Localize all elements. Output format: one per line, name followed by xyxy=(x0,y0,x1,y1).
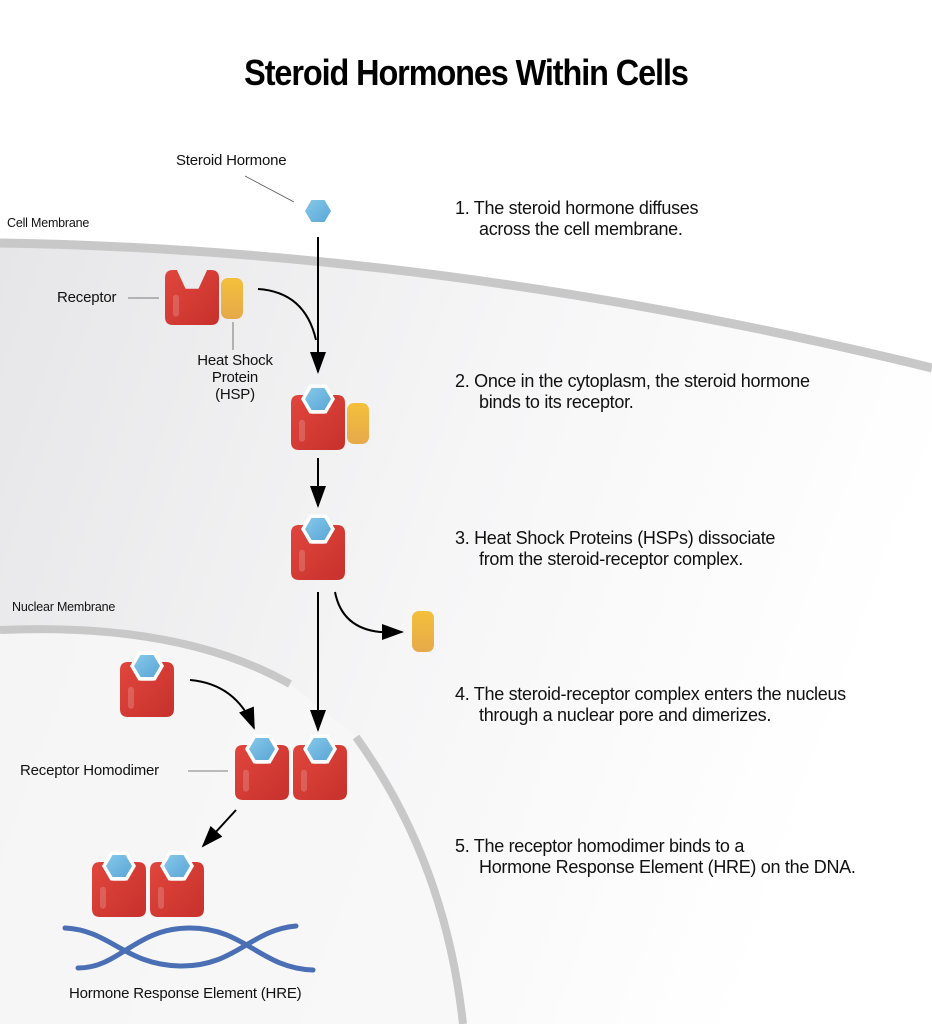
homodimer-left-icon xyxy=(235,745,289,800)
receptor-bound-hsp-icon xyxy=(291,395,345,450)
label-hsp-line3: (HSP) xyxy=(215,386,255,403)
arrow-dimerize xyxy=(189,679,255,730)
receptor-body xyxy=(150,862,204,917)
step-4-line2: through a nuclear pore and dimerizes. xyxy=(479,705,772,725)
receptor-body xyxy=(291,525,345,580)
bound-steroid-hormone-icon xyxy=(134,655,160,677)
nuclear-membrane-upper xyxy=(0,625,292,688)
step-3-line1: 3. Heat Shock Proteins (HSPs) dissociate xyxy=(455,528,776,548)
heat-shock-protein-icon xyxy=(221,278,243,319)
step-1-line1: 1. The steroid hormone diffuses xyxy=(455,198,699,218)
arrow-hsp-dissociate xyxy=(334,591,404,640)
cell-membrane-line xyxy=(0,238,932,373)
receptor-body xyxy=(165,270,219,325)
receptor-highlight xyxy=(243,769,249,792)
nuclear-membrane-lower xyxy=(352,734,467,1024)
step-4: 4. The steroid-receptor complex enters t… xyxy=(455,684,846,726)
dna-strand-1 xyxy=(62,923,299,969)
step-2: 2. Once in the cytoplasm, the steroid ho… xyxy=(455,371,810,413)
heat-shock-protein-dissociated-icon xyxy=(412,611,434,652)
step-1: 1. The steroid hormone diffuses across t… xyxy=(455,198,698,240)
step-4-line1: 4. The steroid-receptor complex enters t… xyxy=(455,684,846,704)
arrow-receptor-curve xyxy=(257,288,317,341)
label-hsp: Heat Shock Protein (HSP) xyxy=(185,352,285,403)
label-receptor-homodimer: Receptor Homodimer xyxy=(20,762,159,779)
label-hsp-line2: Protein xyxy=(211,369,259,386)
label-receptor: Receptor xyxy=(57,289,117,306)
step-1-line2: across the cell membrane. xyxy=(479,219,683,239)
bound-steroid-hormone-icon xyxy=(307,738,333,760)
receptor-body xyxy=(120,662,174,717)
receptor-complex-second-icon xyxy=(120,662,174,717)
label-cell-membrane: Cell Membrane xyxy=(7,216,90,230)
dna-helix xyxy=(62,923,316,973)
dna-strand-2 xyxy=(75,925,316,973)
receptor-highlight xyxy=(299,419,305,442)
hre-homodimer-right-icon xyxy=(150,862,204,917)
receptor-body xyxy=(291,395,345,450)
step-5-line2: Hormone Response Element (HRE) on the DN… xyxy=(479,857,856,877)
bound-steroid-hormone-icon xyxy=(249,738,275,760)
page-title: Steroid Hormones Within Cells xyxy=(244,52,689,93)
step-2-line1: 2. Once in the cytoplasm, the steroid ho… xyxy=(455,371,810,391)
receptor-body xyxy=(92,862,146,917)
receptor-highlight xyxy=(128,686,134,709)
step-5-line1: 5. The receptor homodimer binds to a xyxy=(455,836,745,856)
leader-steroid-hormone xyxy=(244,175,295,203)
arrow-step5 xyxy=(201,809,237,848)
receptor-highlight xyxy=(158,886,164,909)
steroid-hormone-icon xyxy=(305,200,331,222)
label-steroid-hormone: Steroid Hormone xyxy=(176,152,287,169)
receptor-highlight xyxy=(100,886,106,909)
heat-shock-protein-bound-icon xyxy=(347,403,369,444)
receptor-highlight xyxy=(301,769,307,792)
step-5: 5. The receptor homodimer binds to a Hor… xyxy=(455,836,856,878)
nucleus-region xyxy=(0,629,463,1024)
receptor-highlight xyxy=(299,549,305,572)
label-hsp-line1: Heat Shock xyxy=(197,352,273,369)
bound-steroid-hormone-icon xyxy=(305,388,331,410)
step-3-line2: from the steroid-receptor complex. xyxy=(479,549,743,569)
receptor-unbound-icon xyxy=(165,270,219,325)
receptor-body xyxy=(293,745,347,800)
step-3: 3. Heat Shock Proteins (HSPs) dissociate… xyxy=(455,528,775,570)
step-2-line2: binds to its receptor. xyxy=(479,392,634,412)
receptor-complex-icon xyxy=(291,525,345,580)
receptor-highlight xyxy=(173,294,179,317)
label-nuclear-membrane: Nuclear Membrane xyxy=(12,600,116,614)
bound-steroid-hormone-icon xyxy=(164,855,190,877)
bound-steroid-hormone-icon xyxy=(305,518,331,540)
bound-steroid-hormone-icon xyxy=(106,855,132,877)
receptor-body xyxy=(235,745,289,800)
homodimer-right-icon xyxy=(293,745,347,800)
hre-homodimer-left-icon xyxy=(92,862,146,917)
label-hre: Hormone Response Element (HRE) xyxy=(69,985,302,1002)
